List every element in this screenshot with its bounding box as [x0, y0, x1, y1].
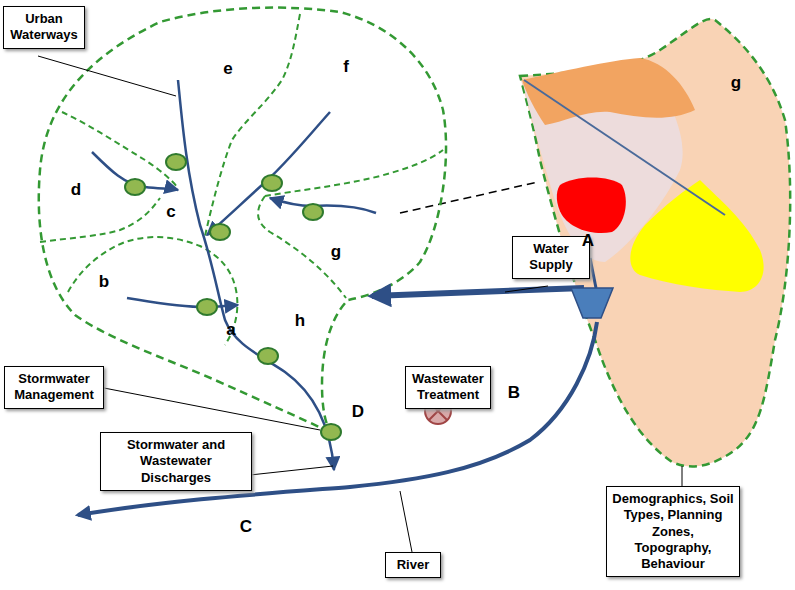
area-letter: C: [240, 518, 252, 535]
callout-box: Stormwater Management: [4, 366, 104, 409]
area-letter: f: [343, 58, 349, 75]
area-letter: c: [166, 203, 175, 220]
callout-box: Demographics, Soil Types, Planning Zones…: [606, 486, 740, 577]
area-letter: d: [71, 181, 81, 198]
callout-text: River: [391, 557, 435, 573]
callout-box: Urban Waterways: [3, 6, 85, 49]
area-letter: e: [223, 60, 232, 77]
zoom-leader: [400, 182, 538, 213]
area-letter: A: [582, 232, 594, 249]
area-letter: a: [226, 321, 235, 338]
callout-box: Stormwater and Wastewater Discharges: [100, 432, 252, 491]
callout-text: Demographics, Soil Types, Planning Zones…: [612, 491, 734, 572]
callout-text: Urban Waterways: [9, 11, 79, 44]
river: [78, 322, 597, 515]
area-letter: h: [295, 312, 305, 329]
area-letter: g: [331, 243, 341, 260]
callout-box: River: [385, 552, 441, 578]
water-treatment-symbol: [571, 288, 613, 318]
callout-text: Water Supply: [518, 241, 584, 274]
water-source-line: [590, 258, 596, 288]
area-letter: B: [508, 384, 520, 401]
water-supply-arrow: [372, 288, 584, 296]
leader-lines: [38, 56, 682, 552]
callout-text: Stormwater and Wastewater Discharges: [106, 437, 246, 486]
callout-text: Stormwater Management: [10, 371, 98, 404]
urban-waterways: [92, 80, 376, 470]
callout-box: Water Supply: [512, 236, 590, 279]
stormwater-devices: [125, 154, 341, 440]
area-letter: b: [99, 273, 109, 290]
area-letter: g: [731, 74, 741, 91]
callout-text: Wastewater Treatment: [411, 371, 485, 404]
callout-box: Wastewater Treatment: [405, 366, 491, 409]
area-letter: D: [352, 403, 364, 420]
